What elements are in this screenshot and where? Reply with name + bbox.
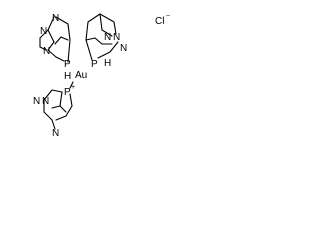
ligand-2-phosphorus: P — [91, 59, 98, 70]
ligand-2-cage — [85, 13, 119, 61]
ligand-1-phosphorus: P — [64, 59, 71, 70]
phosphonium-atom: P — [64, 87, 71, 98]
ligand-2-nitrogen-far: N — [120, 43, 127, 54]
bond — [85, 37, 96, 41]
bond — [67, 23, 71, 41]
bond — [65, 105, 73, 117]
bond — [51, 119, 56, 130]
ligand-2-nitrogen-right: N — [113, 32, 120, 43]
gold-atom: Au — [75, 70, 87, 81]
bond — [85, 39, 93, 61]
bond — [69, 93, 73, 107]
bond — [85, 21, 89, 41]
bond — [99, 13, 115, 23]
bond — [99, 13, 103, 31]
structure-drawing: N N N P H N N N P H Au N N N — [33, 13, 170, 139]
bond — [51, 105, 61, 109]
ligand-1-nitrogen-bottom: N — [43, 46, 50, 57]
molecule-diagram: N N N P H N N N P H Au N N N — [0, 0, 199, 146]
ligand-3-nitrogen-left: N — [33, 96, 40, 107]
bond — [43, 111, 53, 121]
bond — [39, 29, 49, 39]
ligand-1-cage — [39, 16, 71, 63]
ligand-1-nitrogen-top: N — [52, 13, 59, 24]
bond — [59, 91, 63, 107]
bond — [94, 37, 103, 45]
bond — [69, 81, 74, 89]
ligand-2-hydrogen: H — [104, 58, 111, 69]
chloride-charge: − — [166, 13, 170, 20]
bond — [59, 105, 67, 113]
ligand-1-hydrogen: H — [64, 71, 71, 82]
bond — [47, 16, 55, 31]
bond — [87, 13, 101, 23]
ligand-1-nitrogen-left: N — [40, 26, 47, 37]
bond — [113, 21, 117, 35]
bond — [54, 36, 62, 45]
ligand-3-nitrogen-inner: N — [42, 96, 49, 107]
bond — [51, 89, 63, 93]
bond — [47, 49, 57, 58]
ligand-3-nitrogen-bottom: N — [52, 128, 59, 139]
bond — [67, 39, 71, 63]
ligand-2-nitrogen-inner: N — [104, 32, 111, 43]
bond — [97, 51, 111, 59]
chloride-ion: Cl — [155, 16, 164, 27]
bond — [55, 56, 65, 62]
ligand-3-cage — [43, 81, 74, 130]
bond — [39, 46, 47, 51]
bond — [109, 41, 119, 53]
bond — [43, 89, 53, 101]
bond — [101, 29, 113, 37]
bond — [47, 29, 55, 43]
bond — [47, 41, 55, 51]
phosphonium-charge: + — [71, 84, 75, 91]
bond — [55, 115, 67, 121]
bond — [55, 16, 69, 25]
bond — [60, 36, 69, 41]
